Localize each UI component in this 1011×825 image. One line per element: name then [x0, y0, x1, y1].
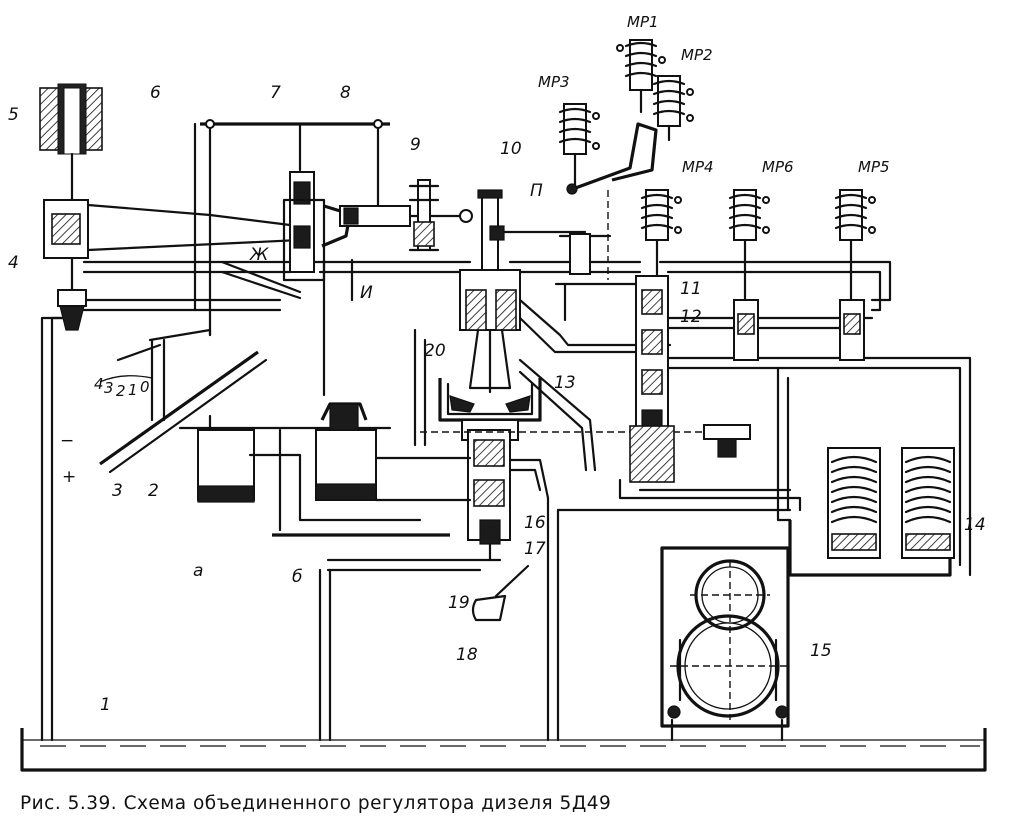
valve-stack-11-12	[629, 275, 865, 483]
figure-caption: Рис. 5.39. Схема объединенного регулятор…	[20, 793, 612, 814]
labels: 5 4 6 7 8 9 10 Ж И П 20 13 11 12 16 17 1…	[8, 13, 986, 715]
label-13: 13	[554, 373, 576, 393]
label-17: 17	[524, 539, 546, 559]
lower-linkage	[99, 328, 530, 622]
label-12: 12	[680, 307, 702, 327]
label-3: 3	[112, 481, 123, 501]
label-10: 10	[500, 139, 522, 159]
label-20: 20	[424, 341, 446, 361]
relay-mr3	[558, 103, 600, 187]
oil-sump	[20, 728, 987, 772]
label-mr4: МР4	[682, 158, 714, 176]
central-column	[438, 189, 587, 562]
label-15: 15	[810, 641, 832, 661]
label-7: 7	[270, 83, 281, 103]
label-b: б	[292, 567, 302, 587]
label-8: 8	[340, 83, 351, 103]
label-mr1: МР1	[627, 13, 659, 31]
relay-mr4	[640, 189, 682, 278]
label-plus: +	[62, 467, 76, 487]
scale-digit: 2	[116, 382, 126, 400]
scale-digit: 3	[104, 379, 114, 397]
magnet-relays	[558, 39, 876, 302]
relay-mr1	[616, 39, 666, 114]
relay-mr5	[834, 189, 876, 302]
label-i: И	[360, 283, 373, 303]
label-zh: Ж	[249, 245, 269, 265]
label-18: 18	[456, 645, 478, 665]
label-a: а	[193, 561, 203, 581]
scale-digit: 4	[94, 375, 104, 393]
linkage-right	[420, 190, 720, 433]
accumulator-14	[788, 447, 955, 577]
label-9: 9	[410, 135, 421, 155]
gear-pump-15	[660, 546, 790, 728]
label-16: 16	[524, 513, 546, 533]
label-p: П	[530, 181, 543, 201]
oil-lines	[40, 260, 972, 742]
label-minus: −	[60, 431, 74, 451]
label-6: 6	[150, 83, 161, 103]
scale-digit: 0	[140, 378, 150, 396]
label-mr5: МР5	[858, 158, 890, 176]
label-4: 4	[8, 253, 19, 273]
label-1: 1	[100, 695, 111, 715]
label-mr2: МР2	[681, 46, 713, 64]
valve-9	[408, 179, 473, 252]
regulator-scheme-diagram: 5 4 6 7 8 9 10 Ж И П 20 13 11 12 16 17 1…	[8, 13, 987, 772]
relay-mr6	[728, 189, 770, 302]
label-2: 2	[148, 481, 159, 501]
scale-digit: 1	[128, 381, 138, 399]
speed-solenoid-5	[39, 83, 302, 331]
label-mr6: МР6	[762, 158, 794, 176]
relay-mr2	[652, 75, 694, 142]
upper-lever-system	[193, 119, 390, 337]
label-mr3: МР3	[538, 73, 570, 91]
label-19: 19	[448, 593, 470, 613]
label-11: 11	[680, 279, 702, 299]
label-5: 5	[8, 105, 19, 125]
label-14: 14	[964, 515, 986, 535]
